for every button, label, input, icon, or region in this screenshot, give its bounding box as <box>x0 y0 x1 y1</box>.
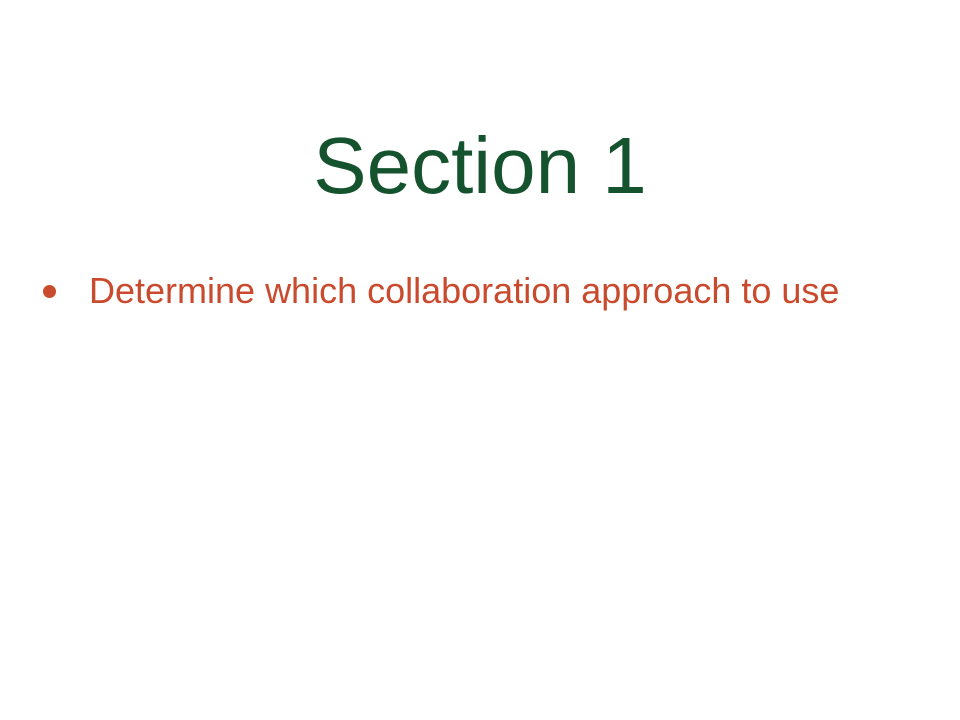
bullet-text: Determine which collaboration approach t… <box>89 270 840 311</box>
bullet-item: Determine which collaboration approach t… <box>40 268 839 314</box>
bullet-dot-icon <box>43 284 56 298</box>
slide-title: Section 1 <box>313 121 647 210</box>
bullet-list: Determine which collaboration approach t… <box>40 268 839 314</box>
